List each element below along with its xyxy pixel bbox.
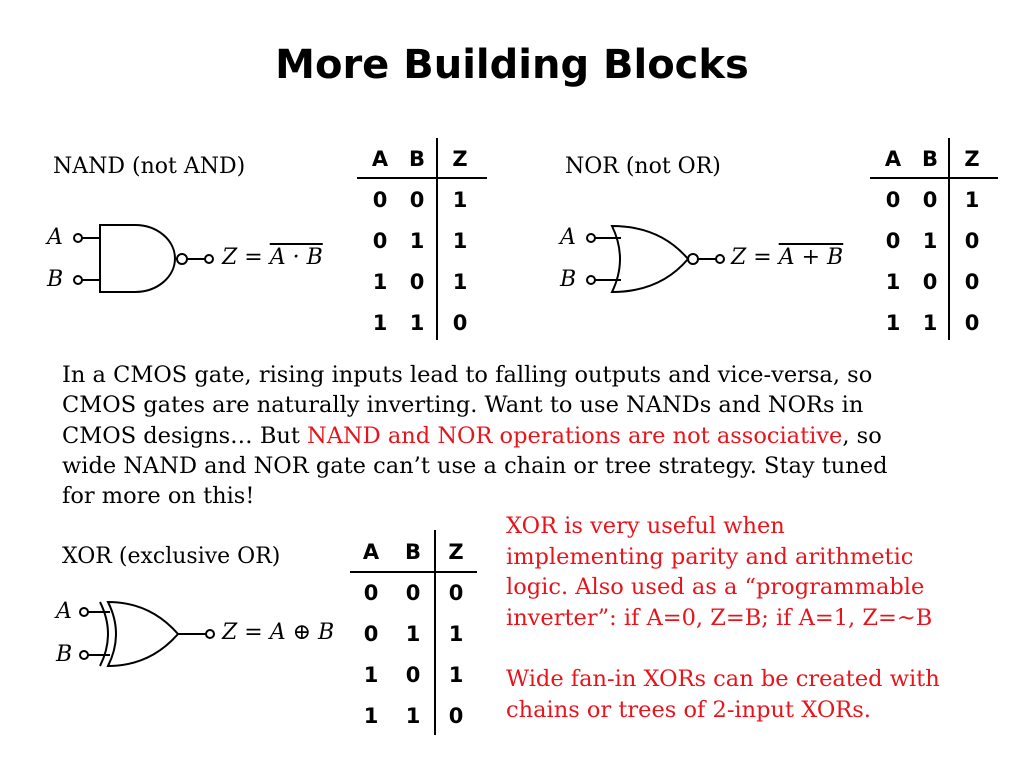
table-header: Z [452,147,468,171]
nand-eq-rhs: A · B [269,245,323,270]
table-cell: 0 [409,270,425,294]
nand-gate-icon [73,224,214,293]
table-cell: 1 [405,622,421,646]
table-cell: 0 [363,622,379,646]
table-header: B [921,147,938,171]
note-line: chains or trees of 2-input XORs. [506,696,871,723]
table-cell: 1 [452,270,468,294]
paragraph-text: , so [842,422,882,449]
table-cell: 1 [409,311,425,335]
xor-gate-icon [79,600,215,668]
table-cell: 0 [885,188,901,212]
table-header: Z [964,147,980,171]
highlighted-text: NAND and NOR operations are not associat… [307,422,843,449]
table-cell: 1 [405,704,421,728]
note-line: XOR is very useful when [506,513,785,539]
table-divider [436,138,438,340]
note-line: logic. Also used as a “programmable [506,574,925,600]
table-cell: 0 [448,704,464,728]
nor-input-a-label: A [560,225,576,250]
table-divider [434,530,436,735]
table-header: Z [448,540,464,564]
paragraph-text: CMOS designs… But [62,422,308,449]
table-header: A [371,147,389,171]
nor-eq-rhs: A + B [778,245,844,270]
nand-label: NAND (not AND) [53,154,246,179]
table-cell: 0 [448,581,464,605]
table-cell: 0 [964,229,980,253]
table-cell: 1 [363,663,379,687]
paragraph-line: CMOS designs… But NAND and NOR operation… [62,421,887,451]
table-cell: 0 [452,311,468,335]
table-cell: 1 [922,229,938,253]
table-cell: 1 [409,229,425,253]
nor-eq-lhs: Z = [731,245,772,270]
table-cell: 0 [922,188,938,212]
table-cell: 0 [964,311,980,335]
table-divider [350,571,477,573]
table-header: A [362,540,380,564]
xor-label: XOR (exclusive OR) [62,544,281,569]
paragraph-line: CMOS gates are naturally inverting. Want… [62,392,864,419]
table-cell: 0 [363,581,379,605]
table-cell: 0 [405,663,421,687]
nand-input-a-label: A [47,225,63,250]
nand-input-b-label: B [47,267,64,292]
note-line: implementing parity and arithmetic [506,543,914,570]
table-cell: 1 [363,704,379,728]
paragraph-line: for more on this! [62,483,255,510]
table-cell: 0 [405,581,421,605]
paragraph-line: In a CMOS gate, rising inputs lead to fa… [62,362,873,388]
table-cell: 1 [885,270,901,294]
table-cell: 0 [885,229,901,253]
xor-input-a-label: A [56,599,72,624]
table-cell: 0 [372,229,388,253]
table-cell: 0 [922,270,938,294]
nor-label: NOR (not OR) [565,154,721,179]
table-header: B [404,540,421,564]
table-cell: 1 [448,622,464,646]
table-cell: 1 [885,311,901,335]
slide-title: More Building Blocks [275,42,749,88]
xor-equation: Z = A ⊕ B [222,620,335,645]
table-cell: 0 [372,188,388,212]
nor-gate-icon [586,224,725,294]
table-cell: 1 [964,188,980,212]
nand-equation: Z = A · B [222,245,323,270]
table-divider [948,138,950,340]
nor-input-b-label: B [560,267,577,292]
table-divider [870,177,998,179]
table-cell: 0 [964,270,980,294]
table-cell: 1 [922,311,938,335]
table-cell: 1 [452,188,468,212]
xor-input-b-label: B [56,642,73,667]
nand-eq-lhs: Z = [222,245,263,270]
paragraph-line: wide NAND and NOR gate can’t use a chain… [62,452,888,479]
table-divider [357,177,487,179]
xor-note: XOR is very useful when implementing par… [506,511,940,725]
note-line: Wide fan-in XORs can be created with [506,666,940,692]
table-cell: 1 [452,229,468,253]
table-cell: 1 [448,663,464,687]
note-line: inverter”: if A=0, Z=B; if A=1, Z=~B [506,604,933,631]
table-cell: 1 [372,270,388,294]
nor-equation: Z = A + B [731,245,843,270]
table-header: A [884,147,902,171]
table-header: B [408,147,425,171]
table-cell: 1 [372,311,388,335]
table-cell: 0 [409,188,425,212]
body-paragraph: In a CMOS gate, rising inputs lead to fa… [62,360,887,511]
